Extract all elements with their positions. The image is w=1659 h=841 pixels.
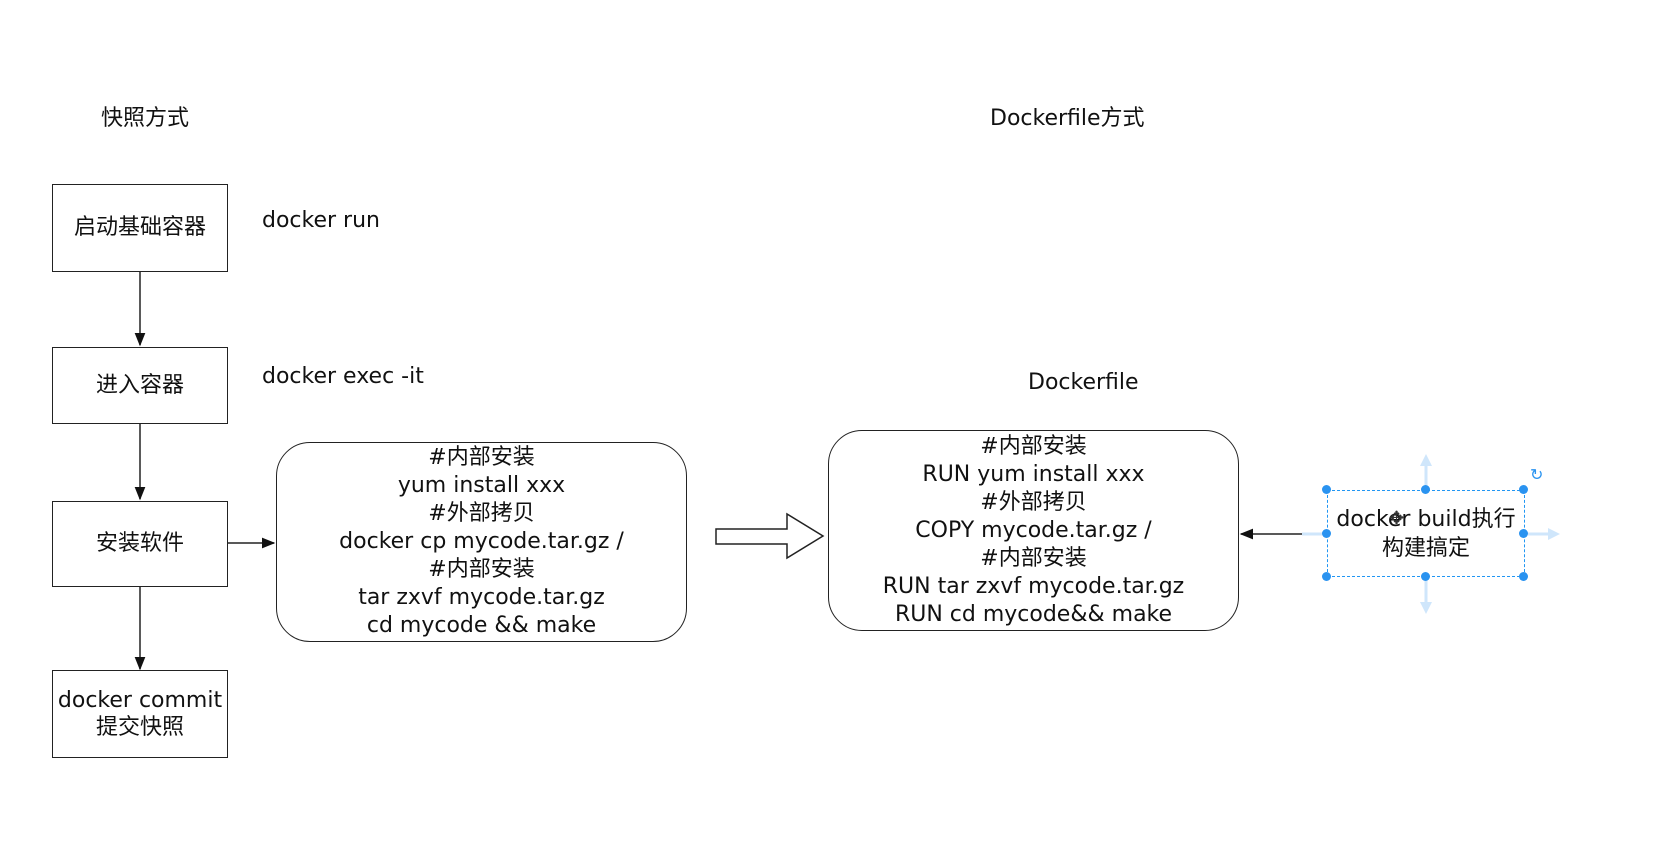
step-enter-container[interactable]: 进入容器 bbox=[52, 347, 228, 424]
dockerfile-line: RUN yum install xxx bbox=[922, 461, 1145, 487]
resize-handle-bottom-left[interactable] bbox=[1322, 572, 1331, 581]
step-start-base-container[interactable]: 启动基础容器 bbox=[52, 184, 228, 272]
resize-handle-left[interactable] bbox=[1322, 529, 1331, 538]
install-line: docker cp mycode.tar.gz / bbox=[339, 529, 624, 554]
dockerfile-label: Dockerfile bbox=[1028, 370, 1139, 395]
resize-handle-top[interactable] bbox=[1421, 485, 1430, 494]
resize-handle-bottom-right[interactable] bbox=[1519, 572, 1528, 581]
dockerfile-method-title: Dockerfile方式 bbox=[990, 106, 1145, 131]
install-line: #内部安装 bbox=[428, 557, 535, 582]
step-install-software-label: 安装软件 bbox=[95, 531, 184, 557]
step-start-base-container-label: 启动基础容器 bbox=[73, 215, 206, 241]
rotate-icon[interactable]: ↻ bbox=[1530, 465, 1544, 484]
build-line: docker build执行 bbox=[1336, 506, 1516, 532]
install-line: cd mycode && make bbox=[366, 613, 597, 638]
step-docker-commit[interactable]: docker commit 提交快照 bbox=[52, 670, 228, 758]
install-line: #外部拷贝 bbox=[428, 501, 535, 526]
resize-handle-top-left[interactable] bbox=[1322, 485, 1331, 494]
snapshot-install-commands-box[interactable]: #内部安装 yum install xxx #外部拷贝 docker cp my… bbox=[276, 442, 687, 642]
resize-handle-top-right[interactable] bbox=[1519, 485, 1528, 494]
block-arrow-right bbox=[715, 512, 825, 560]
resize-handle-right[interactable] bbox=[1519, 529, 1528, 538]
dockerfile-line: #内部安装 bbox=[980, 433, 1087, 459]
snapshot-title: 快照方式 bbox=[101, 106, 190, 131]
commit-line: 提交快照 bbox=[95, 715, 184, 740]
commit-line: docker commit bbox=[57, 687, 223, 713]
build-line: 构建搞定 bbox=[1381, 535, 1470, 561]
dockerfile-line: #内部安装 bbox=[980, 545, 1087, 571]
command-docker-run: docker run bbox=[262, 208, 380, 233]
step-enter-container-label: 进入容器 bbox=[95, 372, 184, 398]
install-line: #内部安装 bbox=[428, 445, 535, 470]
resize-handle-bottom[interactable] bbox=[1421, 572, 1430, 581]
move-icon[interactable]: ✥ bbox=[1389, 508, 1405, 529]
install-line: yum install xxx bbox=[397, 473, 566, 498]
install-line: tar zxvf mycode.tar.gz bbox=[358, 585, 605, 610]
dockerfile-line: RUN tar zxvf mycode.tar.gz bbox=[882, 573, 1185, 599]
step-install-software[interactable]: 安装软件 bbox=[52, 501, 228, 587]
docker-build-box-selected[interactable]: docker build执行 构建搞定 bbox=[1327, 490, 1525, 577]
command-docker-exec: docker exec -it bbox=[262, 364, 424, 389]
dockerfile-line: #外部拷贝 bbox=[980, 489, 1087, 515]
dockerfile-line: COPY mycode.tar.gz / bbox=[915, 517, 1152, 543]
dockerfile-contents-box[interactable]: #内部安装 RUN yum install xxx #外部拷贝 COPY myc… bbox=[828, 430, 1239, 631]
resize-guides bbox=[1302, 454, 1560, 614]
dockerfile-line: RUN cd mycode&& make bbox=[894, 601, 1173, 627]
